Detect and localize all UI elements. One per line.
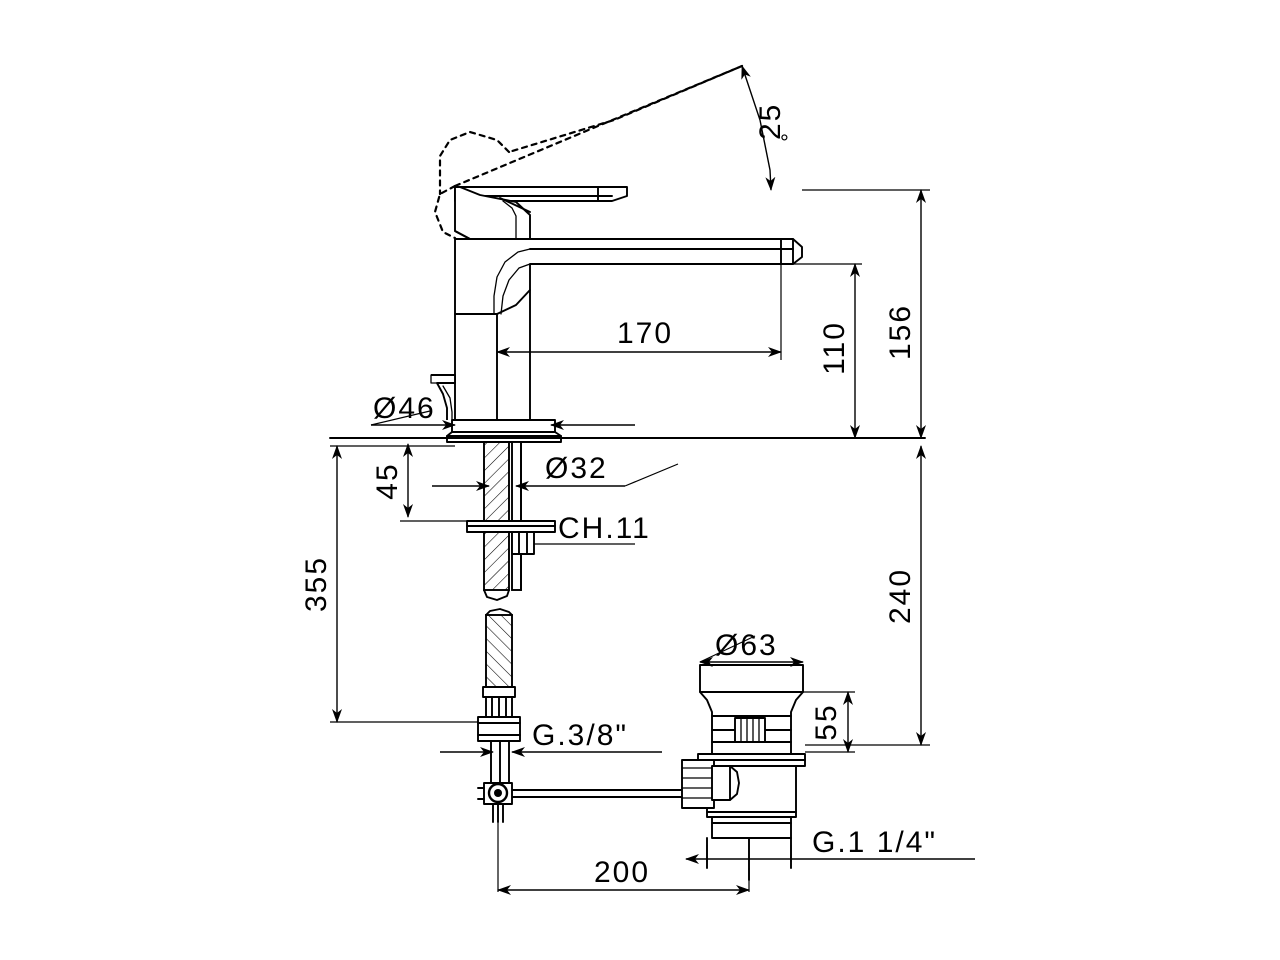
dim-label-g114: G.1 1/4"	[812, 826, 937, 859]
drain-stopper-cap	[699, 664, 804, 693]
drain-side-nut	[681, 759, 740, 809]
dimension-diameter-46: Ø46	[370, 392, 635, 430]
dim-label-ch11: CH.11	[558, 512, 651, 545]
note-ch11: CH.11	[534, 512, 651, 545]
lock-nut-washer	[466, 520, 556, 555]
dim-label-355: 355	[300, 556, 333, 612]
dimension-height-156: 156	[802, 189, 930, 439]
lever-raised-outline-dashed	[433, 64, 744, 240]
faucet-body-spout	[454, 238, 803, 439]
dim-label-45: 45	[371, 462, 404, 499]
lever-handle	[454, 186, 628, 240]
dim-label-200: 200	[594, 856, 650, 889]
dimension-diameter-32: Ø32	[432, 450, 679, 492]
thread-note-g38: G.3/8"	[440, 719, 662, 757]
dim-label-25: 25	[754, 103, 787, 140]
popup-linkage-rod	[477, 782, 683, 823]
dimension-offset-200: 200	[497, 822, 750, 895]
thread-note-g114: G.1 1/4"	[685, 826, 975, 864]
dimension-reach-170: 170	[496, 264, 782, 360]
dim-label-g38: G.3/8"	[532, 719, 628, 752]
threaded-shank	[483, 441, 522, 601]
drain-waste-assembly	[681, 664, 806, 881]
degree-symbol: °	[780, 130, 789, 155]
popup-lift-rod	[430, 374, 456, 421]
dim-label-156: 156	[884, 304, 917, 360]
dimension-height-355: 355	[300, 445, 478, 723]
dimension-angle-25: 25 °	[741, 65, 789, 191]
dim-label-diam-63: Ø63	[715, 629, 778, 662]
dim-label-diam-32: Ø32	[545, 452, 608, 485]
dim-label-240: 240	[884, 568, 917, 624]
dimension-diameter-63: Ø63	[699, 629, 804, 667]
dim-label-170: 170	[617, 317, 673, 350]
faucet-assembly	[329, 64, 926, 823]
dim-label-diam-46: Ø46	[373, 392, 436, 425]
dimension-height-110: 110	[793, 263, 862, 439]
dimension-height-55: 55	[803, 691, 855, 753]
flexible-hose	[477, 608, 521, 791]
drain-knurl-boss	[734, 717, 766, 743]
dimension-height-45: 45	[371, 437, 467, 522]
dimension-height-240: 240	[805, 445, 930, 746]
dim-label-110: 110	[818, 321, 851, 375]
dim-label-55: 55	[810, 703, 843, 740]
